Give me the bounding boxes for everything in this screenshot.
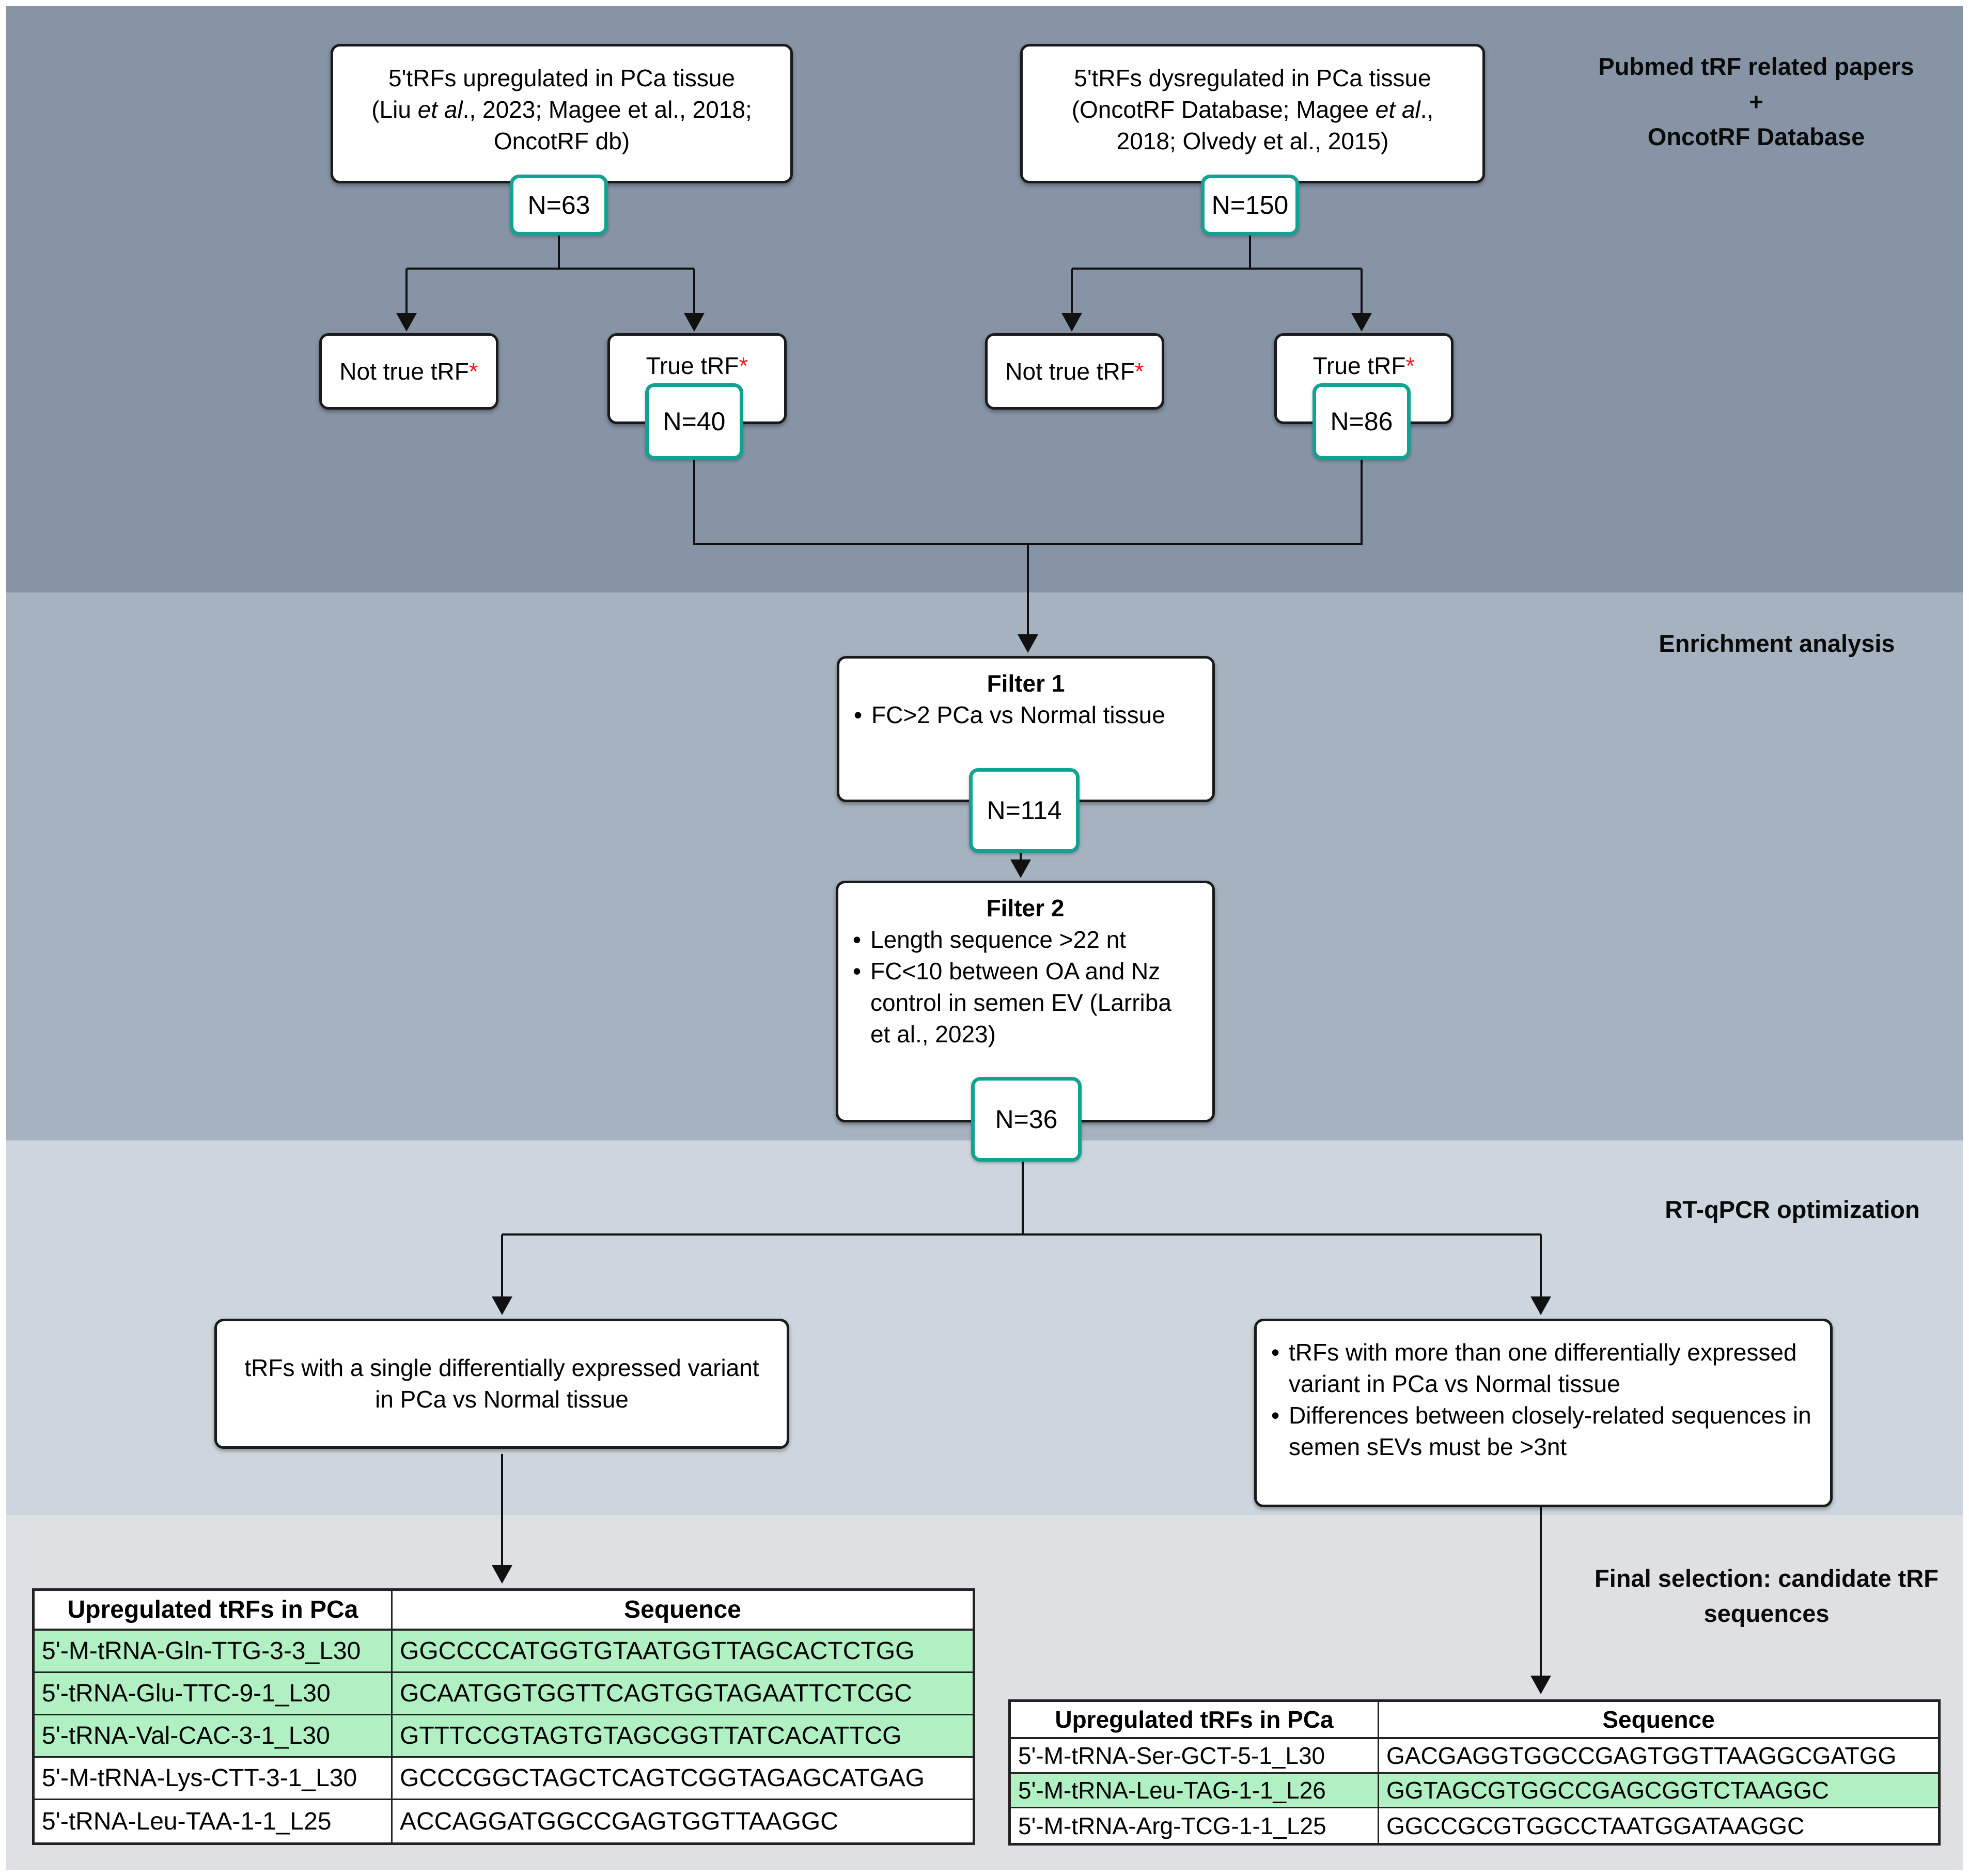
table-row-seq: GCAATGGTGGTTCAGTGGTAGAATTCTCGC (393, 1673, 973, 1715)
bullet-icon: • (853, 926, 862, 953)
asterisk: * (739, 352, 748, 379)
table-row-name: 5'-M-tRNA-Gln-TTG-3-3_L30 (35, 1631, 393, 1673)
left-results-table: Upregulated tRFs in PCa Sequence 5'-M-tR… (32, 1588, 975, 1845)
table-row-seq: GTTTCCGTAGTGTAGCGGTTATCACATTCG (393, 1715, 973, 1758)
band1-label-line3: OncotRF Database (1647, 123, 1865, 150)
filter1-bullet1: • FC>2 PCa vs Normal tissue (854, 699, 1198, 731)
band1-label-line1: Pubmed tRF related papers (1598, 53, 1914, 80)
true-trf-left-text: True tRF* (646, 352, 748, 379)
source-box-dysregulated-line2: (OncotRF Database; Magee et al., (1071, 96, 1434, 123)
source-box-dysregulated-line3: 2018; Olvedy et al., 2015) (1116, 128, 1389, 154)
table-row-seq: ACCAGGATGGCCGAGTGGTTAAGGC (400, 1807, 838, 1835)
filter2-bullet2: • FC<10 between OA and Nz control in sem… (853, 956, 1198, 1050)
table-row-seq: GGCCCCATGGTGTAATGGTTAGCACTCTGG (393, 1631, 973, 1673)
table-row-name: 5'-tRNA-Leu-TAA-1-1_L25 (35, 1800, 393, 1842)
bullet-icon: • (853, 958, 862, 984)
table-row-seq: GACGAGGTGGCCGAGTGGTTAAGGCGATGG (1379, 1739, 1938, 1774)
asterisk: * (1134, 357, 1144, 385)
bullet-icon: • (854, 701, 863, 728)
band4-label: Final selection: candidate tRF sequences (1581, 1561, 1952, 1631)
asterisk: * (468, 357, 478, 385)
count-badge-n40: N=40 (645, 383, 743, 460)
source-box-upregulated-line1: 5'tRFs upregulated in PCa tissue (388, 65, 736, 91)
source-box-upregulated-line3: OncotRF db) (493, 128, 630, 154)
count-badge-n150: N=150 (1201, 175, 1299, 236)
single-variant-box: tRFs with a single differentially expres… (214, 1319, 789, 1449)
band4-label-line2: sequences (1704, 1600, 1830, 1627)
multi-variant-bullet2: • Differences between closely-related se… (1271, 1400, 1816, 1463)
table-row-name: 5'-tRNA-Glu-TTC-9-1_L30 (35, 1673, 393, 1715)
count-badge-n114: N=114 (969, 768, 1080, 853)
band1-label: Pubmed tRF related papers + OncotRF Data… (1575, 49, 1937, 154)
filter2-title: Filter 2 (986, 895, 1065, 921)
left-table-header-seq: Sequence (393, 1591, 973, 1631)
source-box-dysregulated-line1: 5'tRFs dysregulated in PCa tissue (1074, 65, 1431, 91)
single-variant-text: tRFs with a single differentially expres… (244, 1354, 759, 1413)
table-row-seq: GGCCGCGTGGCCTAATGGATAAGGC (1386, 1812, 1805, 1839)
multi-variant-box: • tRFs with more than one differentially… (1254, 1319, 1833, 1507)
band4-label-line1: Final selection: candidate tRF (1595, 1565, 1939, 1592)
source-box-dysregulated: 5'tRFs dysregulated in PCa tissue (Oncot… (1020, 44, 1485, 183)
source-box-upregulated-line2: (Liu et al., 2023; Magee et al., 2018; (371, 96, 752, 123)
count-badge-n63: N=63 (510, 175, 608, 236)
not-true-trf-left-text: Not true tRF* (339, 357, 478, 385)
filter2-bullet1: • Length sequence >22 nt (853, 924, 1198, 956)
count-badge-n36: N=36 (971, 1077, 1082, 1162)
source-box-upregulated: 5'tRFs upregulated in PCa tissue (Liu et… (331, 44, 793, 183)
true-trf-right-text: True tRF* (1312, 352, 1415, 379)
band2-label: Enrichment analysis (1659, 630, 1895, 657)
right-table-header-trf: Upregulated tRFs in PCa (1011, 1702, 1379, 1739)
band3-label: RT-qPCR optimization (1665, 1196, 1920, 1223)
bullet-icon: • (1271, 1402, 1280, 1429)
table-row-name: 5'-M-tRNA-Leu-TAG-1-1_L26 (1011, 1774, 1379, 1808)
table-row-name: 5'-tRNA-Val-CAC-3-1_L30 (35, 1715, 393, 1758)
table-row-seq: GCCCGGCTAGCTCAGTCGGTAGAGCATGAG (393, 1758, 973, 1800)
not-true-trf-right-text: Not true tRF* (1005, 357, 1144, 385)
right-table-header-seq: Sequence (1379, 1702, 1938, 1739)
band1-label-line2: + (1749, 88, 1763, 115)
asterisk: * (1405, 352, 1415, 379)
table-row-seq: GGTAGCGTGGCCGAGCGGTCTAAGGC (1379, 1774, 1938, 1808)
filter1-title: Filter 1 (987, 670, 1065, 697)
table-row-name: 5'-M-tRNA-Lys-CTT-3-1_L30 (35, 1758, 393, 1800)
left-table-header-trf: Upregulated tRFs in PCa (35, 1591, 393, 1631)
multi-variant-bullet1: • tRFs with more than one differentially… (1271, 1337, 1816, 1400)
not-true-trf-box-left: Not true tRF* (319, 333, 498, 410)
right-results-table: Upregulated tRFs in PCa Sequence 5'-M-tR… (1008, 1699, 1941, 1846)
count-badge-n86: N=86 (1312, 383, 1411, 460)
table-row-name: 5'-M-tRNA-Arg-TCG-1-1_L25 (1011, 1808, 1379, 1843)
bullet-icon: • (1271, 1339, 1280, 1366)
not-true-trf-box-right: Not true tRF* (985, 333, 1164, 410)
table-row-name: 5'-M-tRNA-Ser-GCT-5-1_L30 (1011, 1739, 1379, 1774)
